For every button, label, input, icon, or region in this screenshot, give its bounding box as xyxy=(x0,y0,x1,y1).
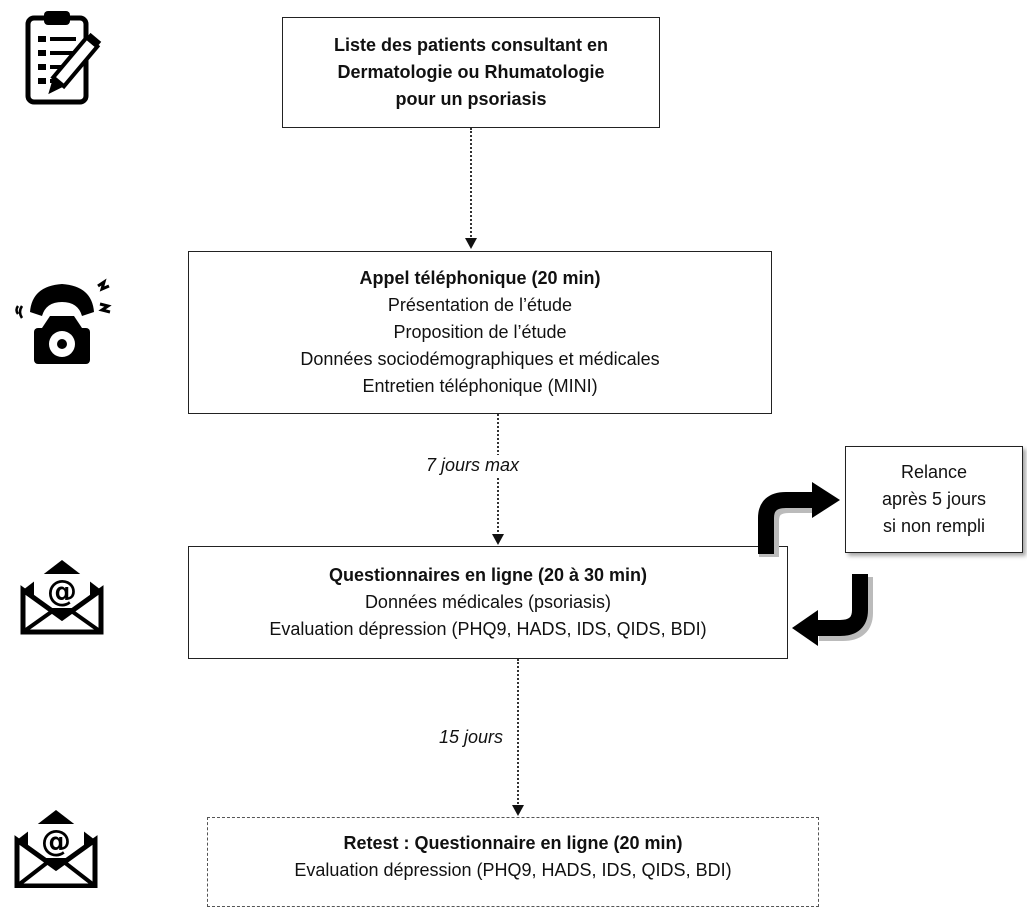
box1-line: Dermatologie ou Rhumatologie xyxy=(337,62,605,82)
reminder-box: Relance après 5 jours si non rempli xyxy=(845,446,1023,553)
box2-title: Appel téléphonique (20 min) xyxy=(359,268,601,288)
arrowhead-3 xyxy=(512,805,524,816)
box1-line: Liste des patients consultant en xyxy=(333,35,609,55)
arrowhead-1 xyxy=(465,238,477,249)
reminder-line: Relance xyxy=(900,462,968,482)
svg-text:@: @ xyxy=(47,574,77,609)
online-questionnaire-box: Questionnaires en ligne (20 à 30 min) Do… xyxy=(188,546,788,659)
telephone-icon xyxy=(12,272,122,372)
curved-arrow-up-icon xyxy=(756,478,842,558)
box1-line: pour un psoriasis xyxy=(395,89,547,109)
box3-line: Evaluation dépression (PHQ9, HADS, IDS, … xyxy=(269,619,707,639)
connector-3 xyxy=(517,659,519,807)
arrowhead-2 xyxy=(492,534,504,545)
retest-box: Retest : Questionnaire en ligne (20 min)… xyxy=(207,817,819,907)
box2-line: Données sociodémographiques et médicales xyxy=(300,349,660,369)
reminder-line: si non rempli xyxy=(882,516,986,536)
clipboard-pencil-icon xyxy=(22,8,117,108)
curved-arrow-down-icon xyxy=(790,572,882,652)
box2-line: Proposition de l’étude xyxy=(393,322,567,342)
delay-label-7-days: 7 jours max xyxy=(424,455,522,476)
box2-line: Présentation de l’étude xyxy=(387,295,573,315)
reminder-line: après 5 jours xyxy=(881,489,987,509)
box4-title: Retest : Questionnaire en ligne (20 min) xyxy=(343,833,683,853)
email-at-icon: @ xyxy=(20,556,104,636)
connector-1 xyxy=(470,128,472,240)
patient-list-box: Liste des patients consultant en Dermato… xyxy=(282,17,660,128)
box2-line: Entretien téléphonique (MINI) xyxy=(362,376,598,396)
box3-title: Questionnaires en ligne (20 à 30 min) xyxy=(328,565,648,585)
phone-call-box: Appel téléphonique (20 min) Présentation… xyxy=(188,251,772,414)
email-at-icon: @ xyxy=(14,806,98,888)
box3-line: Données médicales (psoriasis) xyxy=(364,592,612,612)
svg-text:@: @ xyxy=(41,824,71,859)
box4-line: Evaluation dépression (PHQ9, HADS, IDS, … xyxy=(294,860,732,880)
delay-label-15-days: 15 jours xyxy=(437,727,506,748)
